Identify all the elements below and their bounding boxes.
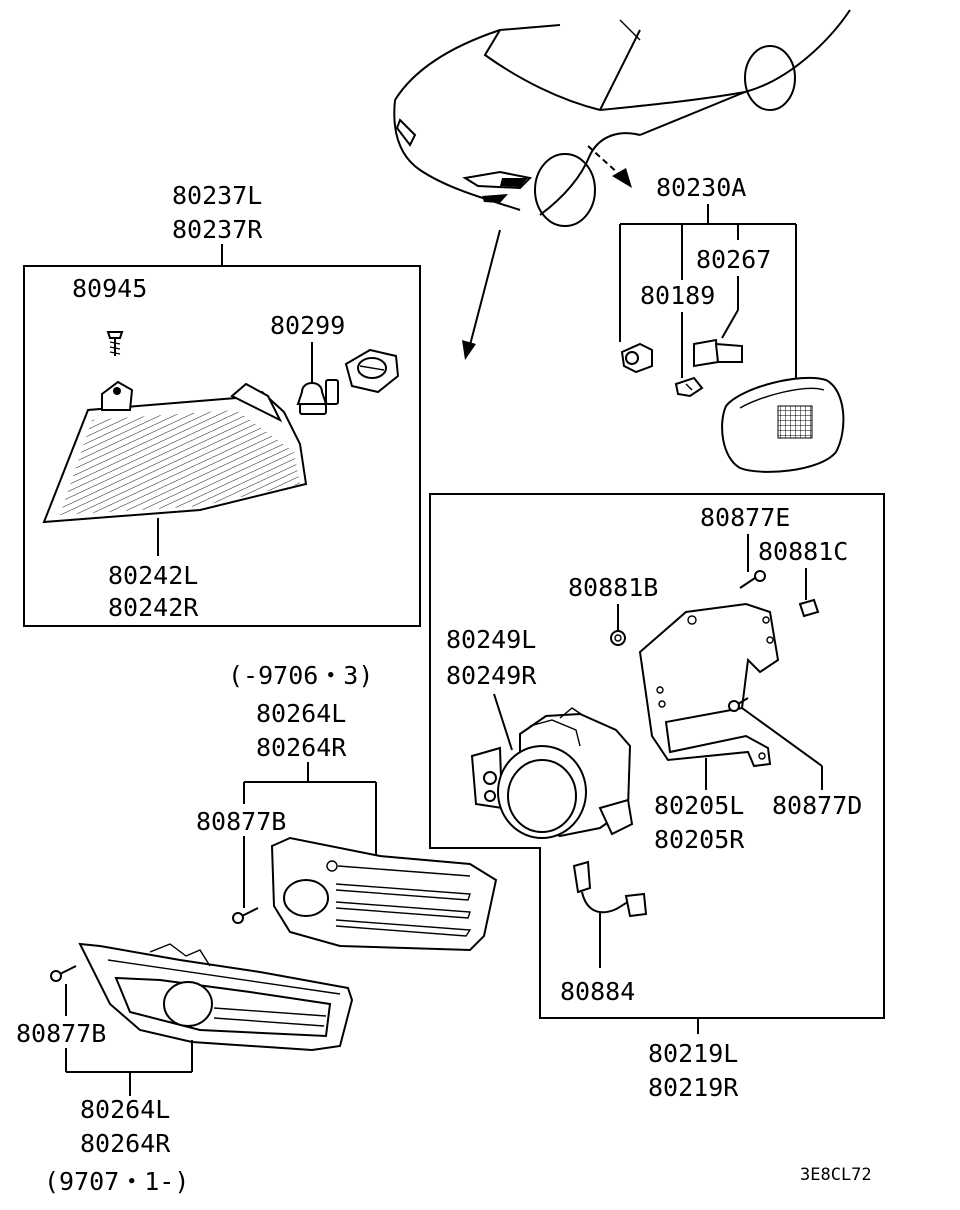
label-80249r: 80249R xyxy=(446,661,537,690)
label-80189: 80189 xyxy=(640,281,715,310)
screw-80877e-icon xyxy=(739,570,766,589)
label-80205r: 80205R xyxy=(654,825,745,854)
leader-80877d xyxy=(741,707,823,767)
corner-lamp-icon xyxy=(42,380,308,524)
label-80264l-upper: 80264L xyxy=(256,699,346,728)
leader-80267-b xyxy=(721,309,739,339)
label-80264r-upper: 80264R xyxy=(256,733,347,762)
label-80249l: 80249L xyxy=(446,625,536,654)
bracket-icon xyxy=(638,602,780,768)
label-80299: 80299 xyxy=(270,311,345,340)
pointer-arrows xyxy=(462,145,632,360)
label-80877d: 80877D xyxy=(772,791,862,820)
screw-80877d-icon xyxy=(728,697,749,712)
bulb-80299-icon xyxy=(296,379,339,415)
leader-80249 xyxy=(493,693,513,751)
fog-cover-upper-icon xyxy=(270,836,498,952)
nut-80881c-icon xyxy=(798,598,820,618)
label-80264l-lower: 80264L xyxy=(80,1095,170,1124)
car-outline xyxy=(393,9,851,227)
label-80205l: 80205L xyxy=(654,791,744,820)
screw-80877b-lower-icon xyxy=(50,965,77,982)
clip-icon xyxy=(620,342,653,374)
label-80237r: 80237R xyxy=(172,215,263,244)
label-80242r: 80242R xyxy=(108,593,199,622)
label-80219r: 80219R xyxy=(648,1073,739,1102)
label-period-upper: (-9706・3) xyxy=(228,661,373,690)
socket-icon xyxy=(344,348,400,394)
nut-80881b-icon xyxy=(610,630,626,646)
socket-80267-icon xyxy=(693,338,743,368)
screw-80877b-upper-icon xyxy=(232,907,259,924)
label-80264r-lower: 80264R xyxy=(80,1129,171,1158)
fog-lamp-box xyxy=(429,493,885,1019)
leader-80264-lower xyxy=(65,1040,193,1096)
label-80242l: 80242L xyxy=(108,561,198,590)
label-80884: 80884 xyxy=(560,977,635,1006)
label-80237l: 80237L xyxy=(172,181,262,210)
diagram-code: 3E8CL72 xyxy=(800,1165,872,1185)
label-period-lower: (9707・1-) xyxy=(44,1167,189,1196)
label-80877b-upper: 80877B xyxy=(196,807,286,836)
label-80881b: 80881B xyxy=(568,573,658,602)
fog-cover-lower-icon xyxy=(78,942,354,1052)
label-80877b-lower: 80877B xyxy=(16,1019,106,1048)
bulb-80189-icon xyxy=(674,376,704,398)
leader-80264-upper xyxy=(243,762,377,908)
label-80219l: 80219L xyxy=(648,1039,738,1068)
label-80945: 80945 xyxy=(72,274,147,303)
leader-80230a xyxy=(619,204,797,380)
side-marker-lamp-icon xyxy=(721,376,845,473)
harness-80884-icon xyxy=(572,860,648,918)
label-80230a: 80230A xyxy=(656,173,746,202)
screw-80945-icon xyxy=(106,331,124,356)
label-80267: 80267 xyxy=(696,245,771,274)
label-80881c: 80881C xyxy=(758,537,848,566)
fog-lamp-unit-icon xyxy=(470,707,634,839)
label-80877e: 80877E xyxy=(700,503,790,532)
